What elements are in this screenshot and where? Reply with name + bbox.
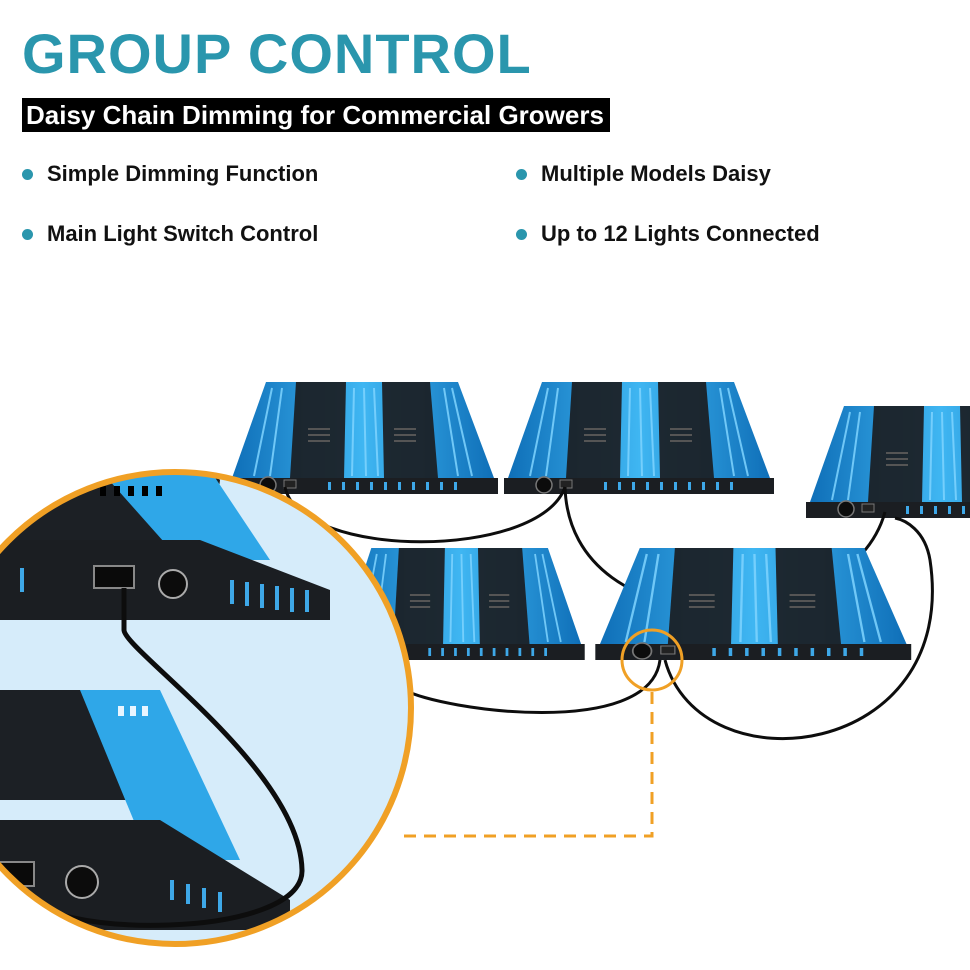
feature-label: Multiple Models Daisy (541, 161, 771, 186)
light-fixture (227, 381, 499, 495)
callout-dashed-line (402, 692, 654, 838)
feature-list: Simple Dimming Function Multiple Models … (22, 160, 922, 248)
rj11-port-icon (93, 565, 135, 589)
light-fixture (503, 381, 775, 495)
daisy-chain-cable (663, 516, 934, 741)
daisy-chain-cable (404, 659, 662, 714)
bullet-icon (516, 228, 527, 240)
bullet-icon (516, 168, 527, 180)
page-title: GROUP CONTROL (22, 22, 532, 85)
feature-label: Simple Dimming Function (47, 161, 319, 186)
feature-item: Main Light Switch Control (22, 220, 516, 248)
feature-item: Multiple Models Daisy (516, 160, 916, 188)
feature-item: Up to 12 Lights Connected (516, 220, 916, 248)
dimmer-knob-icon (65, 865, 99, 899)
feature-item: Simple Dimming Function (22, 160, 516, 188)
light-fixture (594, 546, 913, 662)
feature-label: Main Light Switch Control (47, 221, 319, 246)
bullet-icon (22, 228, 33, 240)
bullet-icon (22, 168, 33, 180)
callout-circle (620, 628, 684, 692)
page-subtitle: Daisy Chain Dimming for Commercial Growe… (22, 98, 610, 132)
dimmer-knob-icon (158, 569, 188, 599)
zoom-inset (0, 469, 414, 947)
light-fixture (805, 405, 970, 519)
feature-label: Up to 12 Lights Connected (541, 221, 820, 246)
daisy-chain-cable (17, 588, 305, 928)
